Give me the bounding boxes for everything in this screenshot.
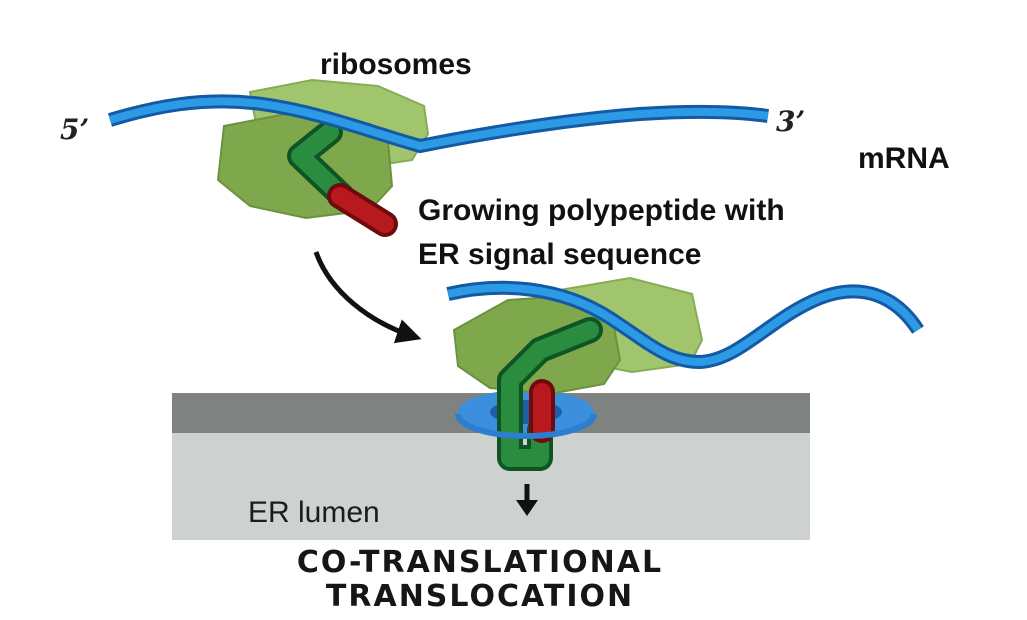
mrna-strand-top: [107, 94, 769, 154]
er-lumen: [172, 432, 810, 540]
caption-line1: CO-TRANSLATIONAL: [296, 545, 664, 580]
caption-line2: TRANSLOCATION: [325, 579, 635, 614]
mrna-label: mRNA: [858, 142, 950, 175]
polypeptide-translocating: [497, 317, 603, 471]
five-prime-label: 5’: [60, 113, 90, 146]
ribosomes-label: ribosomes: [320, 48, 472, 81]
polypeptide-label-line2: ER signal sequence: [418, 238, 702, 271]
er-lumen-label: ER lumen: [248, 496, 380, 529]
signal-sequence-free: [327, 183, 398, 237]
three-prime-label: 3’: [776, 105, 806, 138]
polypeptide-label-line1: Growing polypeptide with: [418, 194, 785, 227]
polypeptide-free: [287, 119, 355, 209]
translocon-rim: [455, 413, 597, 439]
translocation-arrow: [516, 484, 538, 516]
mrna-strand-bottom: [446, 280, 924, 370]
transition-arrow: [313, 251, 422, 344]
